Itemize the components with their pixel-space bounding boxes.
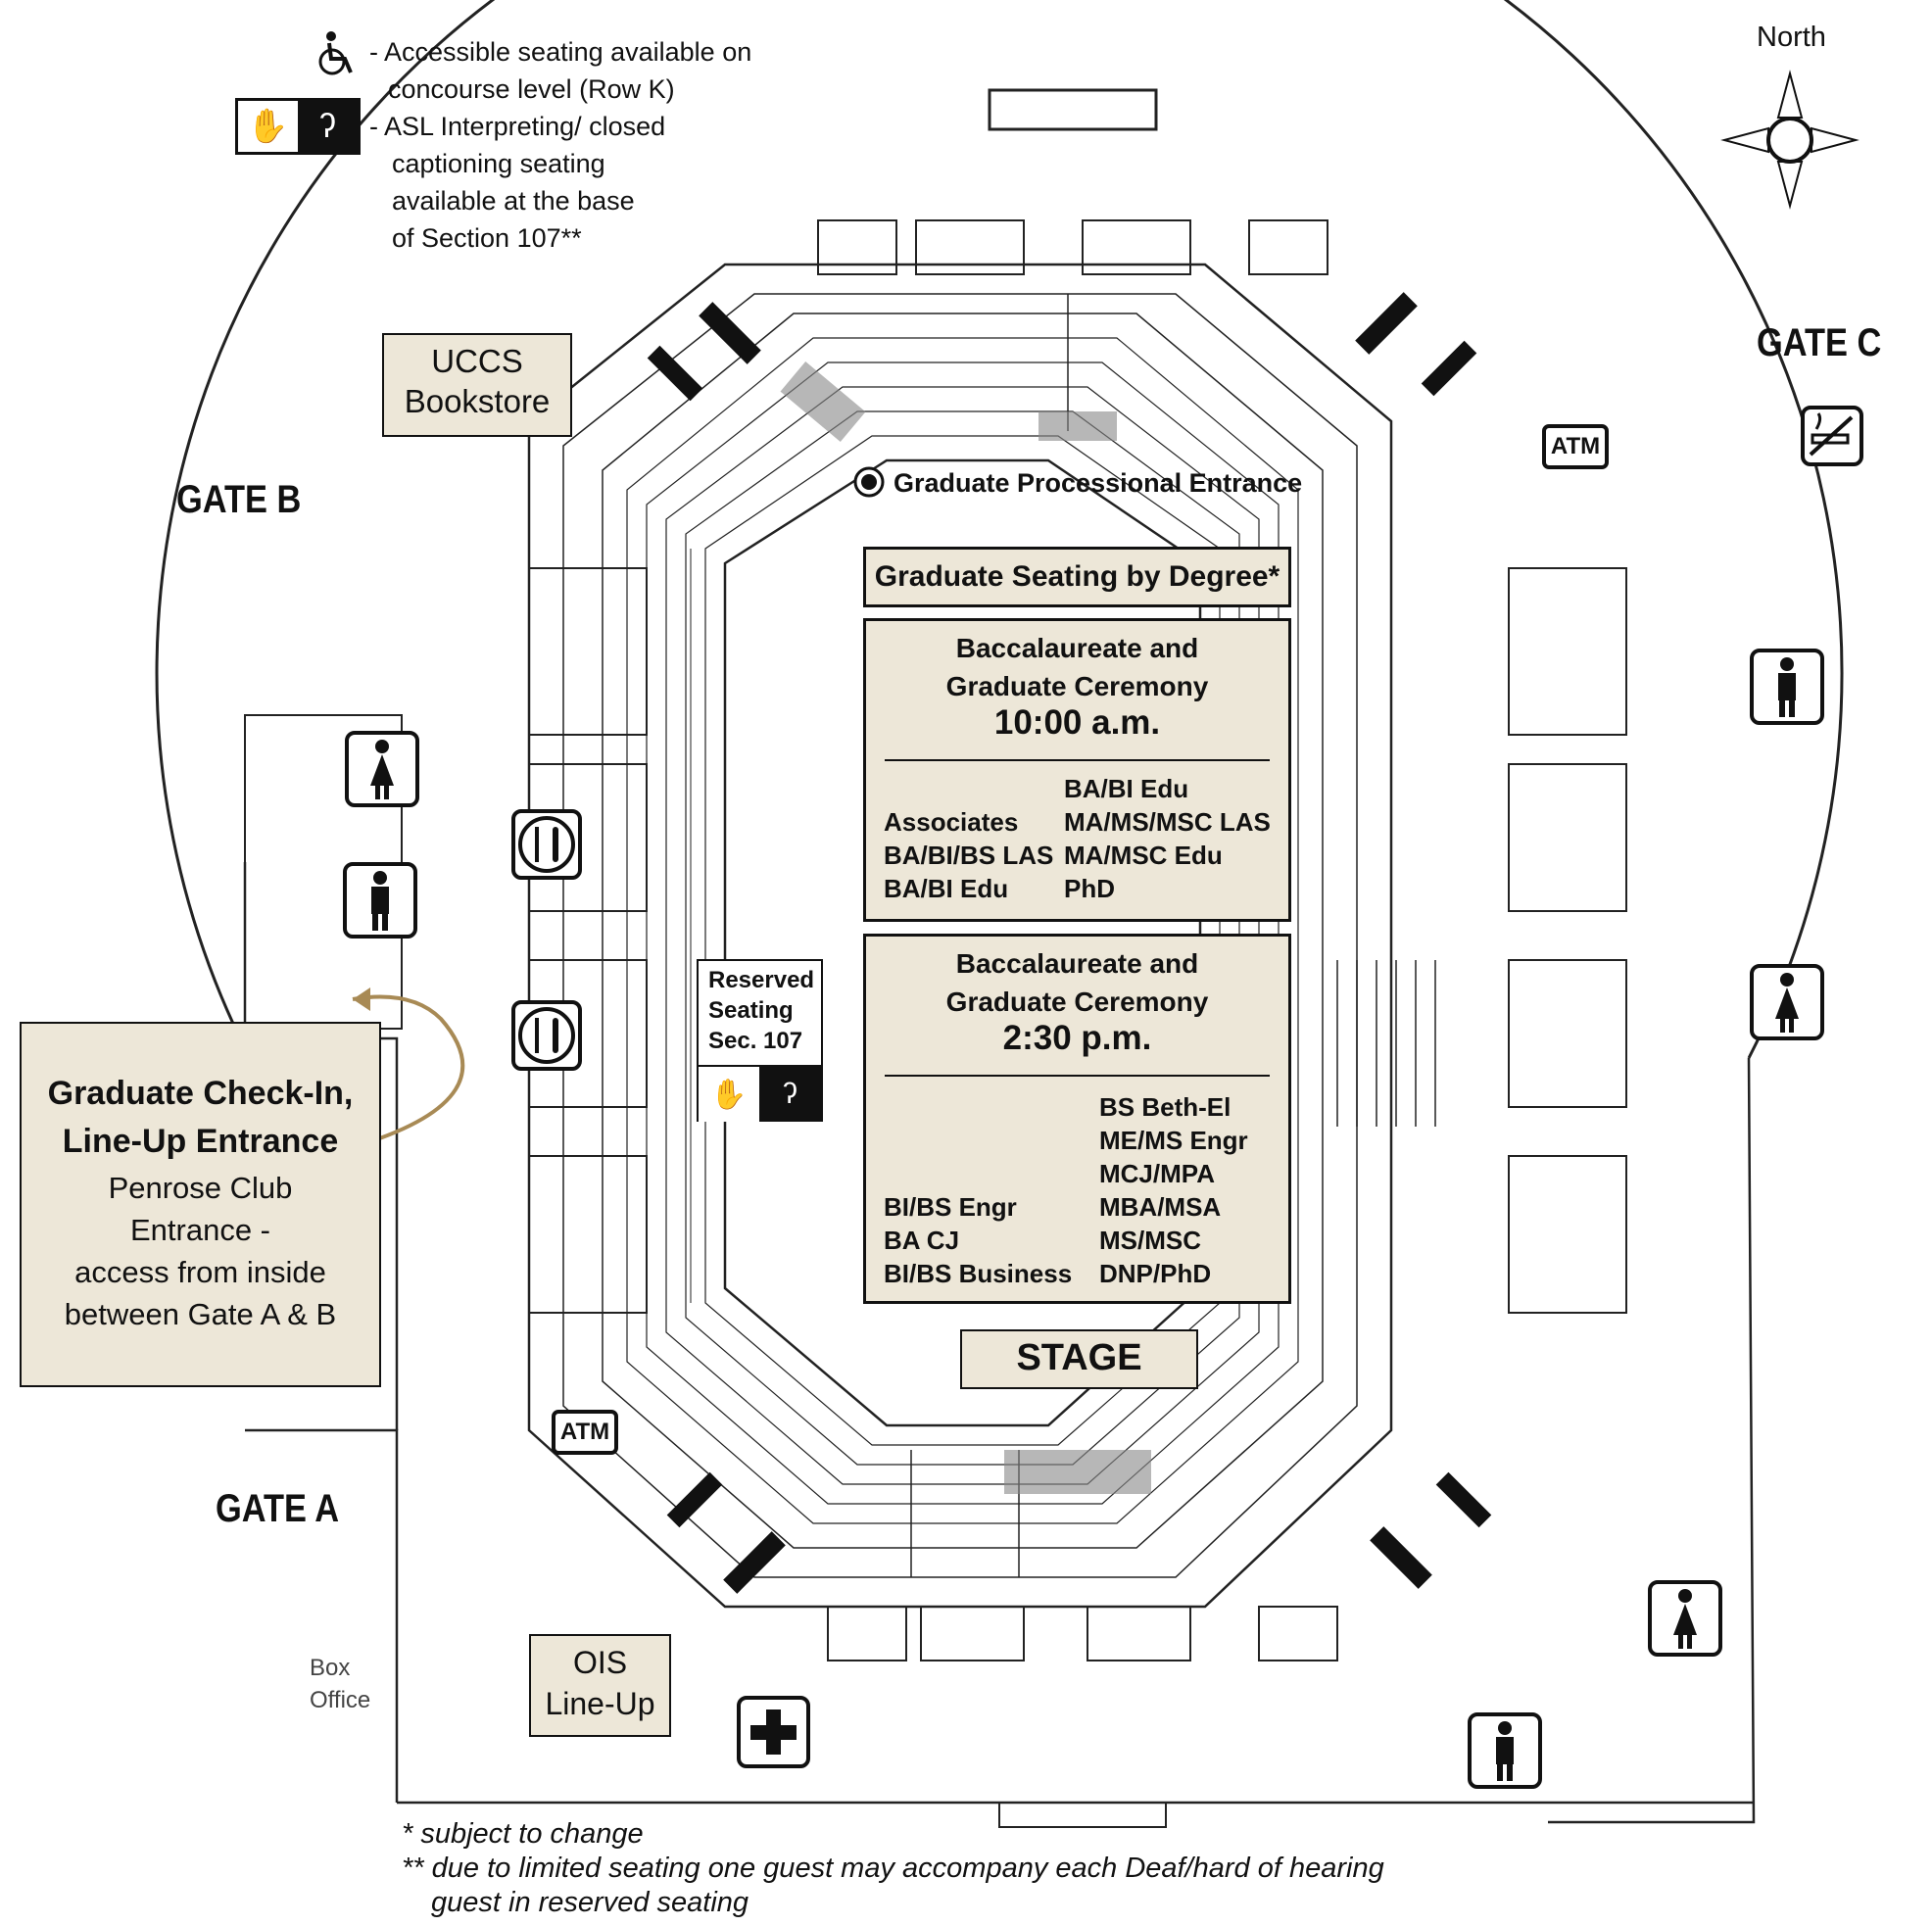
reserved-line1: Reserved <box>708 967 815 993</box>
food-icon <box>511 809 582 880</box>
box-office-line2: Office <box>310 1687 371 1713</box>
degree-item: DNP/PhD <box>1099 1259 1212 1288</box>
men-restroom-icon <box>1468 1712 1542 1789</box>
bookstore-line2: Bookstore <box>404 383 551 419</box>
footnote-1: * subject to change <box>402 1818 644 1850</box>
stage-box: STAGE <box>960 1329 1198 1389</box>
degree-item: ME/MS Engr <box>1099 1126 1248 1155</box>
food-icon <box>511 1000 582 1071</box>
legend-asl-line2: captioning seating <box>392 149 605 178</box>
reserved-asl-icons: ✋ ʔ <box>699 1065 821 1122</box>
seating-title-box: Graduate Seating by Degree* <box>863 547 1291 607</box>
arena-floor <box>723 458 1202 1427</box>
ceremony-afternoon-right-list: BS Beth-El ME/MS Engr MCJ/MPA MBA/MSA MS… <box>1099 1090 1248 1290</box>
gate-a-label: GATE A <box>216 1487 340 1530</box>
sign-language-icon: ✋ <box>238 101 298 152</box>
women-restroom-icon <box>345 731 419 807</box>
ceremony-afternoon-time: 2:30 p.m. <box>1002 1019 1152 1057</box>
degree-item: BA/BI/BS LAS <box>884 841 1054 870</box>
checkin-box: Graduate Check-In, Line-Up Entrance Penr… <box>20 1022 381 1387</box>
ceremony-afternoon-box: Baccalaureate and Graduate Ceremony 2:30… <box>863 934 1291 1304</box>
ceremony-afternoon-line1: Baccalaureate and <box>955 948 1199 979</box>
checkin-line3: Penrose Club <box>108 1171 293 1205</box>
men-restroom-icon <box>343 862 417 939</box>
degree-item: BI/BS Engr <box>884 1192 1017 1222</box>
gate-c-label: GATE C <box>1757 321 1882 364</box>
bookstore-line1: UCCS <box>431 343 523 379</box>
degree-item: PhD <box>1064 874 1115 903</box>
box-office-line1: Box <box>310 1655 351 1681</box>
degree-item: BA CJ <box>884 1226 960 1255</box>
ceremony-afternoon-left-list: BI/BS Engr BA CJ BI/BS Business <box>884 1190 1072 1290</box>
ceremony-morning-divider <box>885 759 1270 761</box>
ceremony-morning-time: 10:00 a.m. <box>993 703 1161 742</box>
footnote-2: ** due to limited seating one guest may … <box>402 1853 1384 1884</box>
atm-icon: ATM <box>1542 424 1609 469</box>
ceremony-afternoon-line2: Graduate Ceremony <box>945 987 1209 1017</box>
men-restroom-icon <box>1750 649 1824 725</box>
box-office-label: Box Office <box>310 1652 370 1716</box>
checkin-line1: Graduate Check-In, <box>47 1075 354 1112</box>
reserved-line2: Seating <box>708 997 794 1024</box>
ois-line2: Line-Up <box>545 1686 655 1721</box>
legend-asl-line1: - ASL Interpreting/ closed <box>369 112 666 141</box>
degree-item: MBA/MSA <box>1099 1192 1222 1222</box>
north-roof-bar <box>988 88 1158 131</box>
degree-item: BA/BI Edu <box>1064 774 1189 803</box>
sign-language-icon: ✋ <box>699 1067 759 1122</box>
asl-icon-group: ✋ ʔ <box>235 98 361 155</box>
bookstore-box: UCCS Bookstore <box>382 333 572 437</box>
ceremony-morning-left-list: Associates BA/BI/BS LAS BA/BI Edu <box>884 805 1053 905</box>
ceremony-morning-right-list: BA/BI Edu MA/MS/MSC LAS MA/MSC Edu PhD <box>1064 772 1271 905</box>
seating-title: Graduate Seating by Degree* <box>874 560 1280 593</box>
atm-icon: ATM <box>552 1410 618 1455</box>
legend-accessible-line1: - Accessible seating available on <box>369 37 752 67</box>
degree-item: MA/MSC Edu <box>1064 841 1223 870</box>
checkin-line5: access from inside <box>74 1255 326 1289</box>
processional-entrance-label: Graduate Processional Entrance <box>894 468 1303 498</box>
ois-line1: OIS <box>572 1645 628 1680</box>
degree-item: MS/MSC <box>1099 1226 1201 1255</box>
compass-icon <box>1720 70 1860 210</box>
legend-accessible-line2: concourse level (Row K) <box>388 74 675 104</box>
ceremony-morning-line1: Baccalaureate and <box>955 633 1199 663</box>
checkin-arrow <box>352 994 465 1146</box>
ceremony-morning-line2: Graduate Ceremony <box>945 671 1209 701</box>
outer-wall-right-lower <box>1548 1057 1756 1824</box>
footnote-3: guest in reserved seating <box>431 1887 749 1918</box>
concourse-octagon <box>527 263 1393 1609</box>
checkin-line4: Entrance - <box>129 1213 270 1247</box>
degree-item: BS Beth-El <box>1099 1092 1232 1122</box>
ois-box: OIS Line-Up <box>529 1634 671 1737</box>
wheelchair-icon <box>315 29 359 76</box>
stage-label: STAGE <box>1016 1337 1142 1378</box>
outer-wall <box>155 0 1844 1059</box>
hearing-assist-icon: ʔ <box>759 1067 821 1122</box>
ceremony-morning-box: Baccalaureate and Graduate Ceremony 10:0… <box>863 618 1291 922</box>
ceremony-afternoon-divider <box>885 1075 1270 1077</box>
legend-asl-line4: of Section 107** <box>392 223 582 253</box>
gate-b-label: GATE B <box>176 478 302 521</box>
compass-label: North <box>1757 22 1826 53</box>
left-wing <box>244 714 403 1030</box>
no-smoking-icon <box>1801 406 1863 466</box>
checkin-line2: Line-Up Entrance <box>62 1123 339 1160</box>
degree-item: MCJ/MPA <box>1099 1159 1215 1188</box>
first-aid-icon <box>737 1696 810 1768</box>
women-restroom-icon <box>1750 964 1824 1040</box>
hearing-assist-icon: ʔ <box>298 101 358 152</box>
women-restroom-icon <box>1648 1580 1722 1657</box>
reserved-line3: Sec. 107 <box>708 1028 803 1054</box>
checkin-line6: between Gate A & B <box>64 1297 337 1331</box>
degree-item: Associates <box>884 807 1019 837</box>
degree-item: BI/BS Business <box>884 1259 1073 1288</box>
reserved-seating-box: Reserved Seating Sec. 107 ✋ ʔ <box>697 959 823 1122</box>
degree-item: MA/MS/MSC LAS <box>1064 807 1271 837</box>
legend-asl-line3: available at the base <box>392 186 635 216</box>
degree-item: BA/BI Edu <box>884 874 1009 903</box>
